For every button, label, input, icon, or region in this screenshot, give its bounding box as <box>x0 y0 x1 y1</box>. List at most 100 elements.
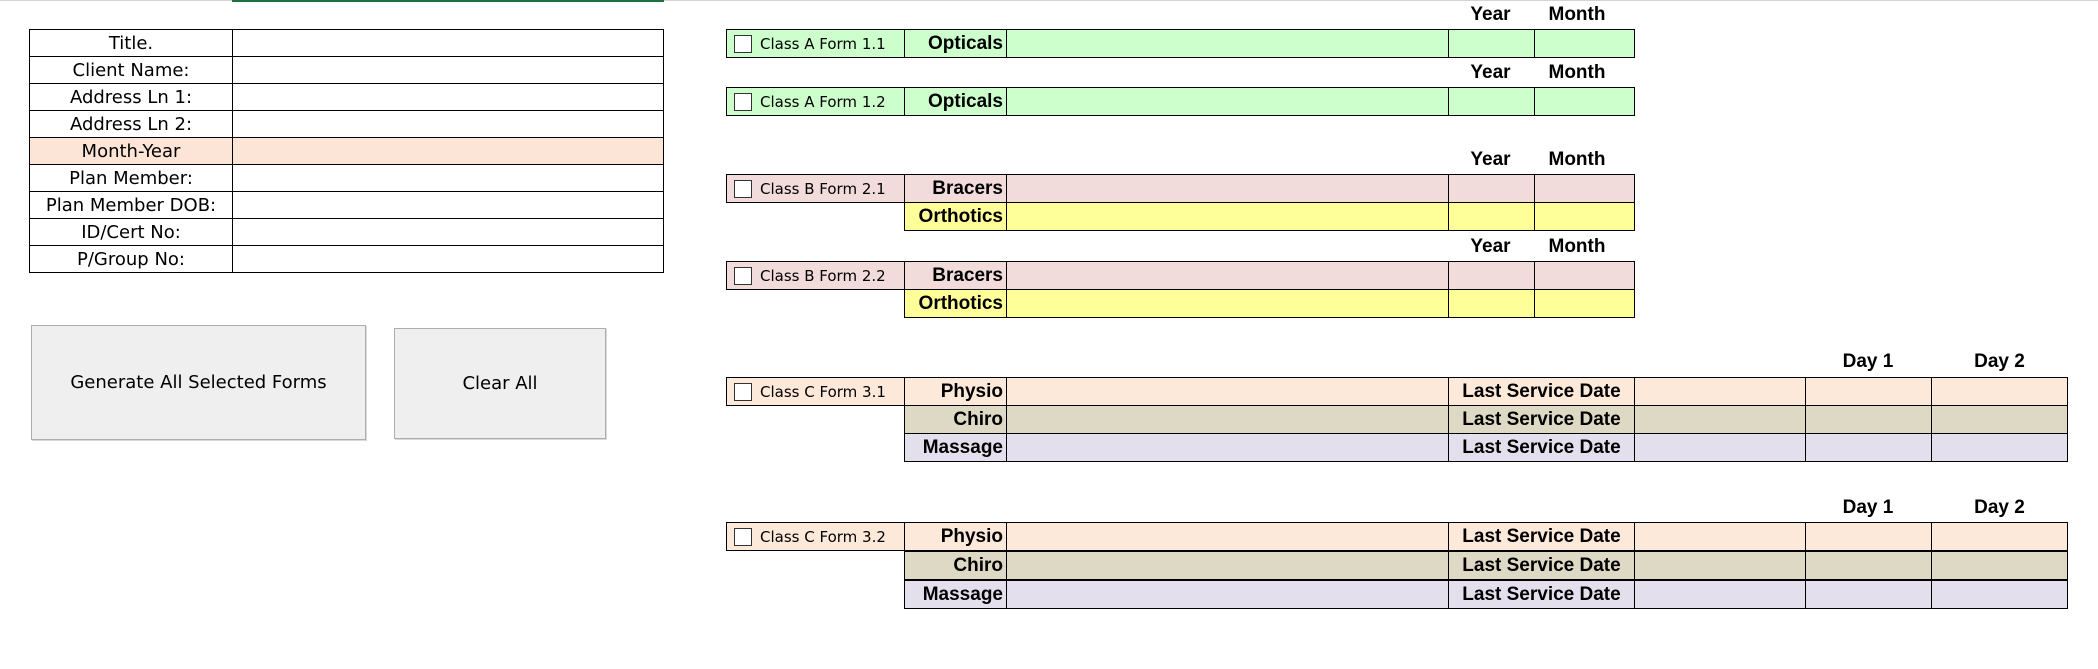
checkbox-box[interactable] <box>734 34 752 53</box>
header-day-1: Day 1 <box>1842 497 1894 518</box>
checkbox-box[interactable] <box>734 266 752 285</box>
chiro-day-2-cell[interactable] <box>1931 551 2068 580</box>
field-row-group-no: P/Group No: <box>29 245 664 273</box>
last-service-date-label: Last Service Date <box>1448 433 1635 462</box>
form-a12-checkbox[interactable]: Class A Form 1.2 <box>726 87 905 116</box>
form-b22-checkbox[interactable]: Class B Form 2.2 <box>726 261 905 290</box>
last-service-date-label: Last Service Date <box>1448 580 1635 609</box>
chiro-day-2-cell[interactable] <box>1931 405 2068 434</box>
field-row-id-cert: ID/Cert No: <box>29 218 664 246</box>
chiro-last-service-date-cell[interactable] <box>1634 405 1806 434</box>
orthotics-month-cell[interactable] <box>1534 289 1635 318</box>
title-input[interactable] <box>232 29 664 57</box>
chiro-detail-cell[interactable] <box>1006 405 1449 434</box>
chiro-day-1-cell[interactable] <box>1805 405 1932 434</box>
opticals-year-cell[interactable] <box>1448 87 1535 116</box>
massage-day-2-cell[interactable] <box>1931 433 2068 462</box>
bracers-month-cell[interactable] <box>1534 174 1635 203</box>
orthotics-month-cell[interactable] <box>1534 202 1635 231</box>
header-day-2: Day 2 <box>1974 351 2025 372</box>
header-year: Year <box>1470 62 1511 83</box>
form-c31-checkbox[interactable]: Class C Form 3.1 <box>726 377 905 406</box>
field-label-address-1: Address Ln 1: <box>29 83 233 111</box>
massage-detail-cell[interactable] <box>1006 433 1449 462</box>
field-row-address-2: Address Ln 2: <box>29 110 664 138</box>
checkbox-box[interactable] <box>734 179 752 198</box>
category-massage: Massage <box>904 433 1007 462</box>
bracers-year-cell[interactable] <box>1448 174 1535 203</box>
group-no-input[interactable] <box>232 245 664 273</box>
massage-last-service-date-cell[interactable] <box>1634 580 1806 609</box>
massage-day-1-cell[interactable] <box>1805 433 1932 462</box>
form-b21-checkbox[interactable]: Class B Form 2.1 <box>726 174 905 203</box>
chiro-last-service-date-cell[interactable] <box>1634 551 1806 580</box>
checkbox-label: Class B Form 2.2 <box>760 266 886 285</box>
field-label-group-no: P/Group No: <box>29 245 233 273</box>
bracers-detail-cell[interactable] <box>1006 174 1449 203</box>
address-2-input[interactable] <box>232 110 664 138</box>
physio-day-1-cell[interactable] <box>1805 522 1932 551</box>
opticals-detail-cell[interactable] <box>1006 29 1449 58</box>
category-opticals: Opticals <box>904 87 1007 116</box>
opticals-month-cell[interactable] <box>1534 87 1635 116</box>
checkbox-label: Class A Form 1.2 <box>760 92 886 111</box>
physio-day-2-cell[interactable] <box>1931 522 2068 551</box>
header-day-1: Day 1 <box>1842 351 1894 372</box>
field-label-id-cert: ID/Cert No: <box>29 218 233 246</box>
chiro-day-1-cell[interactable] <box>1805 551 1932 580</box>
checkbox-box[interactable] <box>734 527 752 546</box>
opticals-year-cell[interactable] <box>1448 29 1535 58</box>
opticals-detail-cell[interactable] <box>1006 87 1449 116</box>
header-month: Month <box>1548 236 1606 257</box>
field-row-title: Title. <box>29 29 664 57</box>
physio-day-2-cell[interactable] <box>1931 377 2068 406</box>
bracers-month-cell[interactable] <box>1534 261 1635 290</box>
last-service-date-label: Last Service Date <box>1448 377 1635 406</box>
plan-member-input[interactable] <box>232 164 664 192</box>
massage-detail-cell[interactable] <box>1006 580 1449 609</box>
massage-day-1-cell[interactable] <box>1805 580 1932 609</box>
massage-day-2-cell[interactable] <box>1931 580 2068 609</box>
header-year: Year <box>1470 149 1511 170</box>
last-service-date-label: Last Service Date <box>1448 405 1635 434</box>
checkbox-box[interactable] <box>734 382 752 401</box>
month-year-input[interactable] <box>232 137 664 165</box>
orthotics-detail-cell[interactable] <box>1006 289 1449 318</box>
plan-member-dob-input[interactable] <box>232 191 664 219</box>
checkbox-box[interactable] <box>734 92 752 111</box>
generate-forms-button[interactable]: Generate All Selected Forms <box>31 325 366 440</box>
bracers-year-cell[interactable] <box>1448 261 1535 290</box>
header-year: Year <box>1470 236 1511 257</box>
header-month: Month <box>1548 149 1606 170</box>
physio-detail-cell[interactable] <box>1006 522 1449 551</box>
category-chiro: Chiro <box>904 551 1007 580</box>
orthotics-year-cell[interactable] <box>1448 289 1535 318</box>
field-label-plan-member-dob: Plan Member DOB: <box>29 191 233 219</box>
field-label-title: Title. <box>29 29 233 57</box>
field-row-address-1: Address Ln 1: <box>29 83 664 111</box>
physio-last-service-date-cell[interactable] <box>1634 522 1806 551</box>
field-row-plan-member-dob: Plan Member DOB: <box>29 191 664 219</box>
field-row-client-name: Client Name: <box>29 56 664 84</box>
client-name-input[interactable] <box>232 56 664 84</box>
chiro-detail-cell[interactable] <box>1006 551 1449 580</box>
field-row-month-year: Month-Year <box>29 137 664 165</box>
opticals-month-cell[interactable] <box>1534 29 1635 58</box>
bracers-detail-cell[interactable] <box>1006 261 1449 290</box>
physio-last-service-date-cell[interactable] <box>1634 377 1806 406</box>
form-a11-checkbox[interactable]: Class A Form 1.1 <box>726 29 905 58</box>
category-bracers: Bracers <box>904 174 1007 203</box>
massage-last-service-date-cell[interactable] <box>1634 433 1806 462</box>
last-service-date-label: Last Service Date <box>1448 522 1635 551</box>
physio-day-1-cell[interactable] <box>1805 377 1932 406</box>
client-info-table: Title. Client Name: Address Ln 1: Addres… <box>29 29 664 273</box>
clear-all-button[interactable]: Clear All <box>394 328 606 439</box>
orthotics-year-cell[interactable] <box>1448 202 1535 231</box>
field-row-plan-member: Plan Member: <box>29 164 664 192</box>
address-1-input[interactable] <box>232 83 664 111</box>
id-cert-input[interactable] <box>232 218 664 246</box>
field-label-address-2: Address Ln 2: <box>29 110 233 138</box>
form-c32-checkbox[interactable]: Class C Form 3.2 <box>726 522 905 551</box>
physio-detail-cell[interactable] <box>1006 377 1449 406</box>
orthotics-detail-cell[interactable] <box>1006 202 1449 231</box>
